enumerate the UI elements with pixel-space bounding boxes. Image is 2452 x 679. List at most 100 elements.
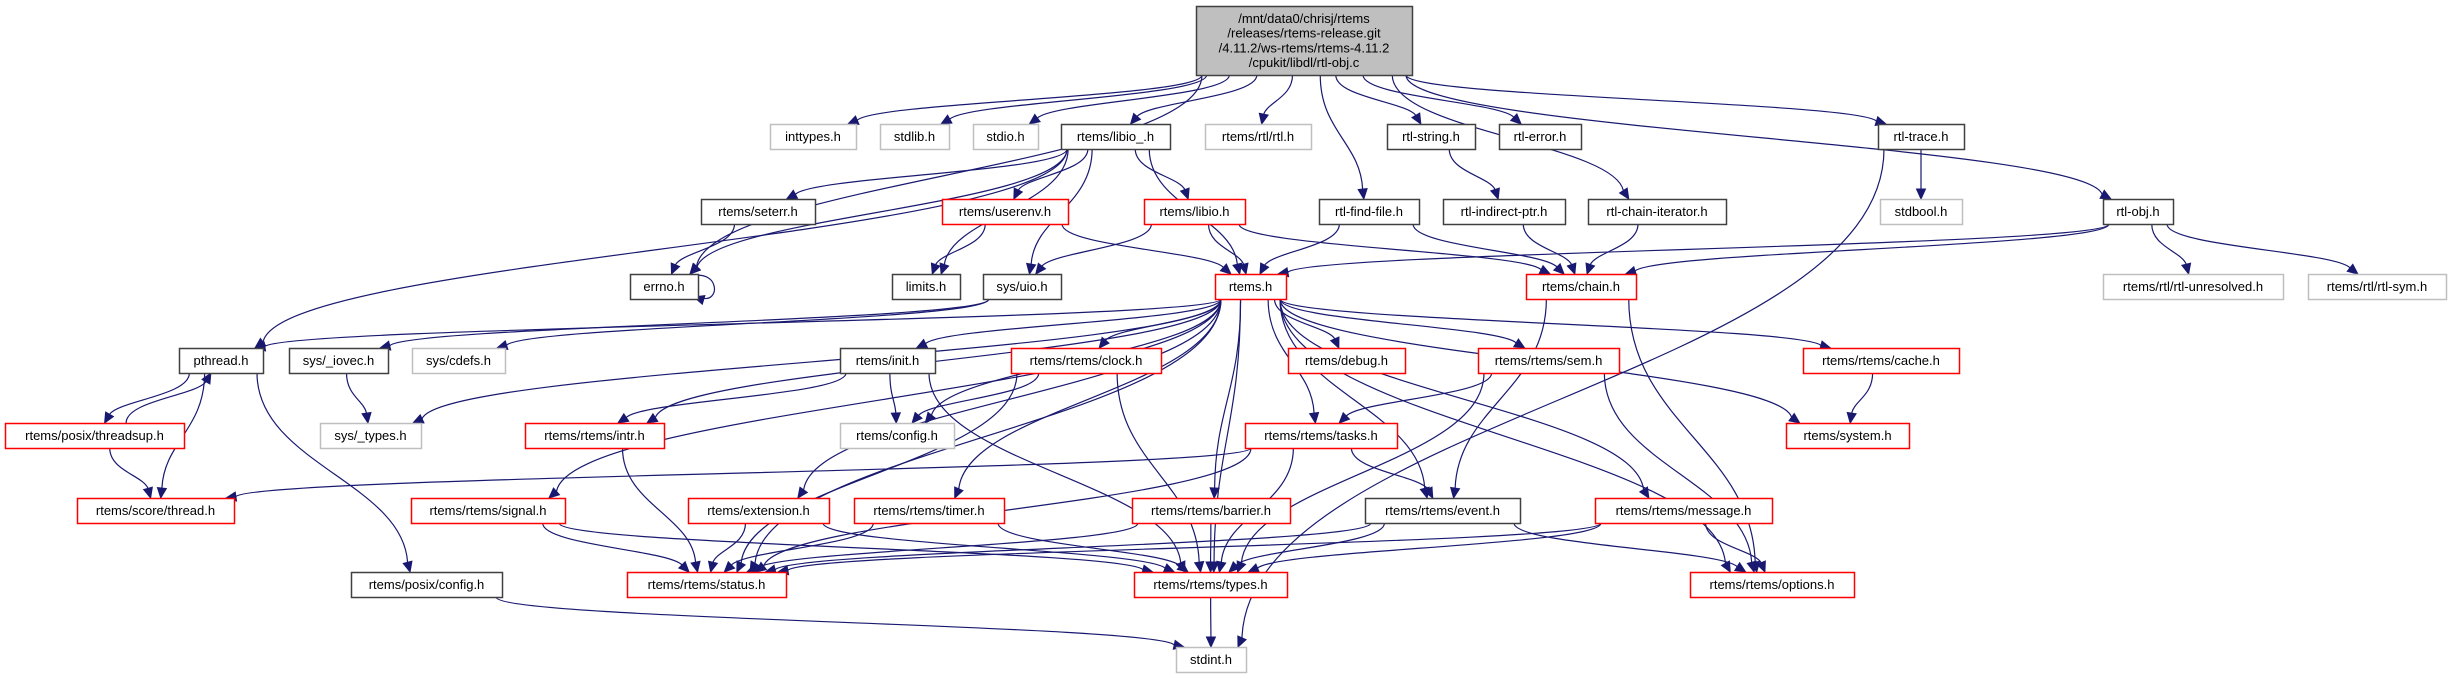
node-signal[interactable]: rtems/rtems/signal.h [410,497,567,525]
node-pthread[interactable]: pthread.h [178,347,265,375]
node-threadsup[interactable]: rtems/posix/threadsup.h [4,422,186,450]
node-config: rtems/config.h [839,422,956,450]
node-chainiter[interactable]: rtl-chain-iterator.h [1587,198,1728,226]
node-box [839,347,937,375]
node-thread[interactable]: rtems/score/thread.h [76,497,236,525]
node-message[interactable]: rtems/rtems/message.h [1594,497,1774,525]
edge-message-to-status [776,522,1602,576]
node-types[interactable]: rtems/rtems/types.h [1133,571,1289,599]
node-rtlobj[interactable]: rtl-obj.h [2102,198,2175,226]
node-label: rtl-string.h [1402,129,1460,144]
edge-line [109,447,149,489]
edge-line [1017,148,1089,191]
node-extension[interactable]: rtems/extension.h [687,497,831,525]
node-intr[interactable]: rtems/rtems/intr.h [524,422,666,450]
arrowhead-icon [2099,189,2113,200]
node-libio[interactable]: rtems/libio.h [1143,198,1247,226]
node-box [1877,123,1966,151]
node-init[interactable]: rtems/init.h [839,347,937,375]
edge-line [621,447,697,563]
edge-sem-to-types [1236,372,1485,574]
edge-line [1263,74,1294,115]
node-root[interactable]: /mnt/data0/chrisj/rtems/releases/rtems-r… [1195,5,1414,77]
arrowhead-icon [1026,262,1037,276]
node-label: rtems/rtl/rtl-sym.h [2327,279,2427,294]
edge-root-to-errno [689,74,1203,275]
node-uio[interactable]: sys/uio.h [982,273,1063,301]
edge-line [958,298,1222,489]
node-box [524,422,666,450]
node-box [76,497,236,525]
node-rtltrace[interactable]: rtl-trace.h [1877,123,1966,151]
arrowhead-icon [785,189,799,200]
arrowhead-icon [548,487,561,499]
node-rtlstring[interactable]: rtl-string.h [1386,123,1477,151]
edge-signal-to-status [542,522,690,573]
node-rtlerror[interactable]: rtl-error.h [1498,123,1583,151]
arrowhead-icon [736,560,747,574]
edge-line [1241,148,1885,638]
edge-rtems-to-message [1279,298,1650,500]
arrowhead-icon [1552,262,1565,275]
edge-line [1134,148,1186,190]
node-status[interactable]: rtems/rtems/status.h [626,571,788,599]
edge-clock-to-status [736,372,1018,574]
node-box [178,347,265,375]
arrowhead-icon [1846,411,1857,425]
node-sem[interactable]: rtems/rtems/sem.h [1477,347,1621,375]
arrowhead-icon [677,560,690,573]
node-userenv[interactable]: rtems/userenv.h [941,198,1070,226]
edge-line [1350,447,1429,490]
node-box [1525,273,1638,301]
arrowhead-icon [1746,560,1757,574]
node-iovec[interactable]: sys/_iovec.h [288,347,390,375]
node-options[interactable]: rtems/rtems/options.h [1689,571,1856,599]
edge-tasks-to-event [1350,447,1434,500]
node-limits[interactable]: limits.h [891,273,962,301]
node-errno[interactable]: errno.h [629,273,700,301]
edge-rtems-to-sem [1279,298,1526,349]
edges-layer [104,74,2359,650]
edge-line [1335,74,1417,116]
arrowhead-icon [1538,264,1552,275]
node-seterr[interactable]: rtems/seterr.h [700,198,817,226]
node-debug[interactable]: rtems/debug.h [1287,347,1407,375]
edge-line [542,522,683,566]
node-chain[interactable]: rtems/chain.h [1525,273,1638,301]
node-clock[interactable]: rtems/rtems/clock.h [1010,347,1163,375]
edge-line [506,298,990,346]
node-findfile[interactable]: rtl-find-file.h [1318,198,1421,226]
node-system[interactable]: rtems/system.h [1785,422,1911,450]
node-indirect[interactable]: rtl-indirect-ptr.h [1442,198,1567,226]
node-cache[interactable]: rtems/rtems/cache.h [1802,347,1961,375]
edge-line [1513,522,1738,568]
node-box [687,497,831,525]
node-label: stdbool.h [1895,204,1948,219]
node-rtems[interactable]: rtems.h [1214,273,1288,301]
node-label: rtems/rtems/event.h [1385,503,1500,518]
arrowhead-icon [1179,187,1190,201]
node-box [1594,497,1774,525]
node-label: sys/_types.h [334,428,406,443]
node-box [1010,347,1163,375]
edge-root-to-rtl [1258,74,1294,126]
node-event[interactable]: rtems/rtems/event.h [1364,497,1522,525]
edge-extension-to-types [822,522,1176,573]
node-label: inttypes.h [785,129,841,144]
node-box [879,123,951,151]
node-label: errno.h [643,279,684,294]
node-barrier[interactable]: rtems/rtems/barrier.h [1131,497,1292,525]
node-tasks[interactable]: rtems/rtems/tasks.h [1244,422,1399,450]
node-timer[interactable]: rtems/rtems/timer.h [853,497,1006,525]
node-posixconfig[interactable]: rtems/posix/config.h [350,571,504,599]
node-libio_[interactable]: rtems/libio_.h [1060,123,1172,151]
arrowhead-icon [1308,411,1320,425]
edge-line [1273,298,1336,340]
edge-line [1454,298,1547,489]
node-box [891,273,962,301]
edge-message-to-types [1247,522,1602,573]
arrowhead-icon [1238,262,1249,276]
arrowhead-icon [1176,561,1189,573]
node-stdbool: stdbool.h [1879,198,1964,226]
edge-line [1279,298,1645,490]
